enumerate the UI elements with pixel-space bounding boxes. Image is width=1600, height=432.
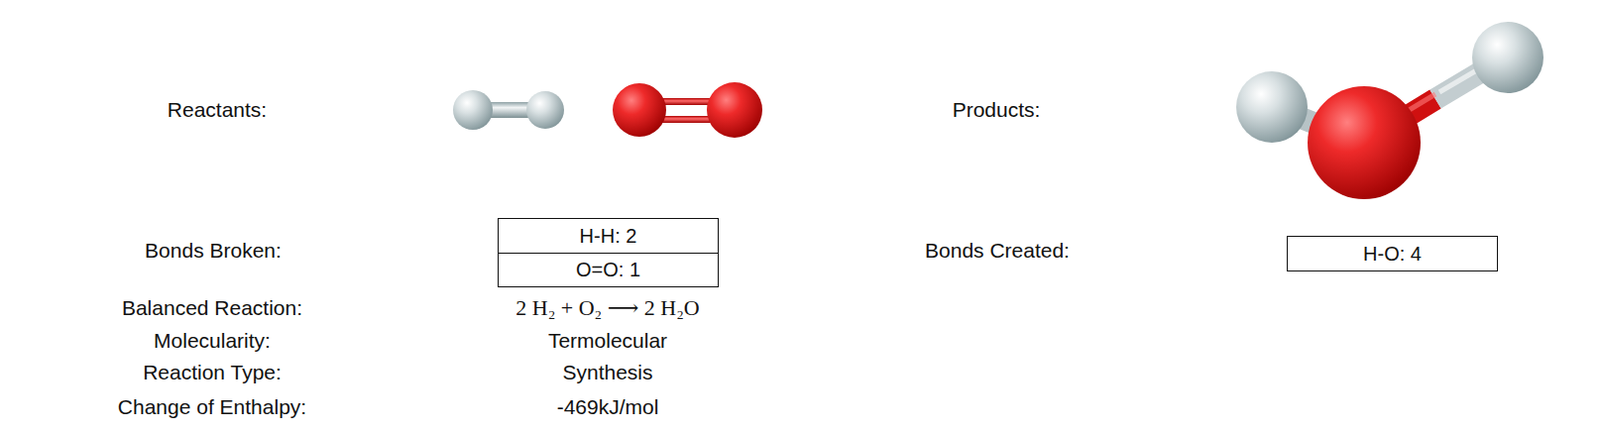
cell-text: H-H: 2 (571, 225, 646, 248)
field-label: Bonds Broken: (144, 238, 282, 263)
cell-text: O=O: 1 (568, 258, 649, 282)
field-label: Balanced Reaction: (121, 296, 303, 321)
water-molecule (1236, 21, 1544, 200)
oxygen-molecule (612, 82, 763, 138)
field-label: -469kJ/mol (557, 395, 660, 420)
field-label: Reactants: (167, 98, 267, 122)
field-label: Products: (952, 98, 1041, 122)
chemical-equation: 2 H₂ + O₂ ⟶ 2 H₂O (515, 295, 700, 322)
table-cell: H-H: 2 (497, 218, 719, 254)
field-label: Termolecular (548, 329, 668, 353)
field-label: Change of Enthalpy: (117, 395, 307, 420)
field-label: Reaction Type: (142, 360, 282, 385)
hydrogen-molecule (453, 90, 565, 130)
table-cell: O=O: 1 (497, 252, 719, 288)
table-cell: H-O: 4 (1286, 235, 1498, 272)
cell-text: H-O: 4 (1355, 242, 1430, 266)
field-label: Synthesis (562, 360, 653, 385)
field-label: Bonds Created: (924, 238, 1070, 263)
field-label: Molecularity: (153, 329, 271, 353)
